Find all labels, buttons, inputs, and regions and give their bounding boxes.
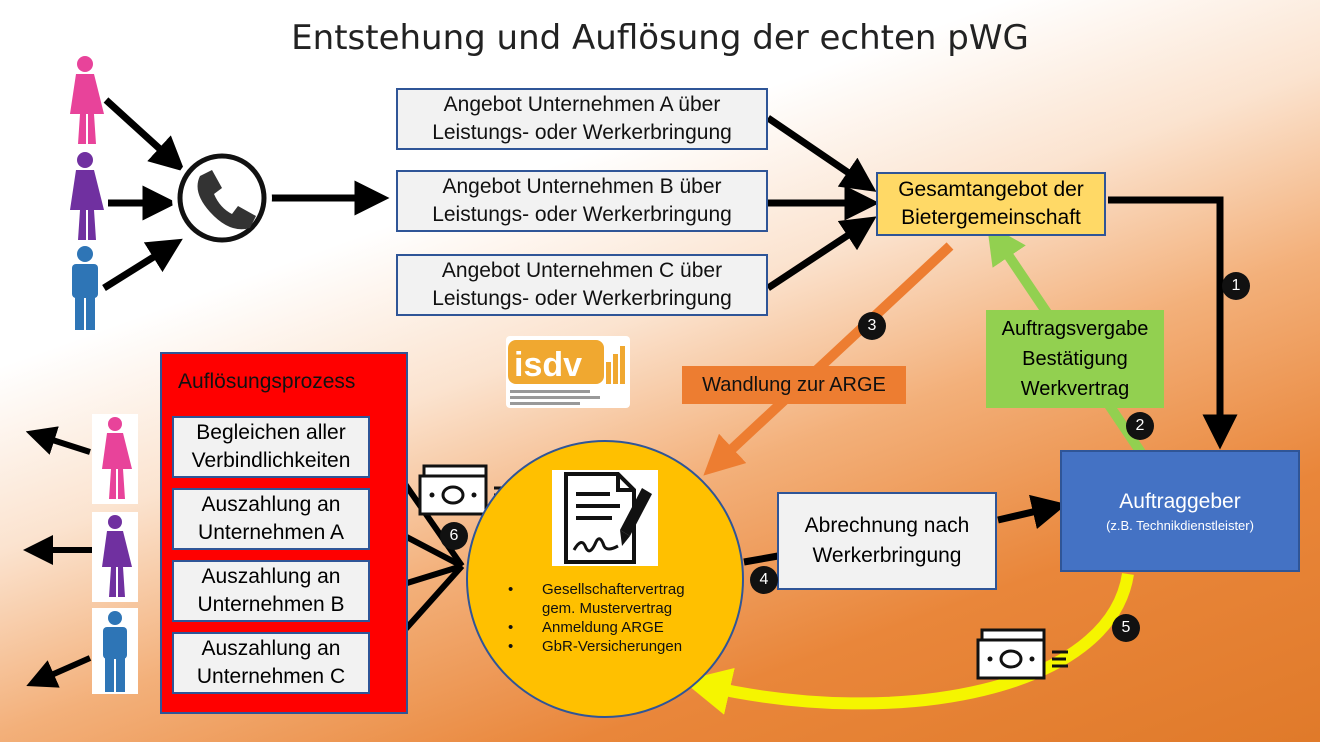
auftraggeber-box: Auftraggeber (z.B. Technikdienstleister) xyxy=(1060,450,1300,572)
step-badge-3: 3 xyxy=(858,312,886,340)
arrow-payout-to-blue xyxy=(26,655,92,688)
aufloesung-title: Auflösungsprozess xyxy=(178,370,356,393)
arge-bullet: Gesellschaftervertrag xyxy=(508,580,685,599)
arrow-blue-to-phone xyxy=(102,238,183,291)
step-badge-4: 4 xyxy=(750,566,778,594)
step-badge-1: 1 xyxy=(1222,272,1250,300)
woman-icon xyxy=(92,512,138,602)
arrow-payout-to-woman xyxy=(25,426,91,455)
offer-c-line1: Angebot Unternehmen C über xyxy=(441,259,723,282)
offer-a-line1: Angebot Unternehmen A über xyxy=(443,93,721,116)
arrow-wandlung-to-arge xyxy=(703,242,954,476)
auszahlung-c-line1: Auszahlung an xyxy=(201,637,341,660)
man-icon xyxy=(92,608,138,694)
aufloesung-item-auszahlung-b: Auszahlung an Unternehmen B xyxy=(172,560,370,622)
auszahlung-b-line2: Unternehmen B xyxy=(197,593,345,616)
woman-icon xyxy=(70,152,104,240)
aufloesung-item-auszahlung-c: Auszahlung an Unternehmen C xyxy=(172,632,370,694)
begleichen-line2: Verbindlichkeiten xyxy=(191,449,351,472)
abrechnung-line1: Abrechnung nach xyxy=(804,514,970,537)
vergabe-line2: Bestätigung xyxy=(1022,348,1128,370)
phone-icon xyxy=(172,148,272,248)
aufloesung-item-auszahlung-a: Auszahlung an Unternehmen A xyxy=(172,488,370,550)
wandlung-label: Wandlung zur ARGE xyxy=(682,366,906,404)
woman-icon xyxy=(92,414,138,504)
woman-icon xyxy=(70,56,104,144)
money-icon xyxy=(976,628,1068,680)
man-icon xyxy=(72,246,98,330)
step-badge-6: 6 xyxy=(440,522,468,550)
offer-a-line2: Leistungs- oder Werkerbringung xyxy=(432,121,732,144)
gesamtangebot-line1: Gesamtangebot der xyxy=(898,178,1084,201)
auftraggeber-sub: (z.B. Technikdienstleister) xyxy=(1106,517,1254,533)
step-badge-5: 5 xyxy=(1112,614,1140,642)
offer-b-line1: Angebot Unternehmen B über xyxy=(442,175,722,198)
arge-bullet: Anmeldung ARGE xyxy=(508,618,685,637)
arrow-gesamt-to-auftraggeber xyxy=(1108,196,1238,450)
auszahlung-c-line2: Unternehmen C xyxy=(196,665,346,688)
arge-bullet: GbR-Versicherungen xyxy=(508,637,685,656)
document-signature-icon xyxy=(552,470,658,566)
arrow-offer-c-to-gesamt xyxy=(766,216,877,291)
arrow-arge-to-abrechnung xyxy=(743,552,779,566)
arrow-abrechnung-to-auftraggeber xyxy=(997,494,1068,529)
step-badge-2: 2 xyxy=(1126,412,1154,440)
vergabe-line1: Auftragsvergabe xyxy=(1001,318,1149,340)
arrow-woman-to-phone xyxy=(103,97,185,172)
offer-c-line2: Leistungs- oder Werkerbringung xyxy=(432,287,732,310)
money-icon xyxy=(418,464,510,516)
auszahlung-b-line1: Auszahlung an xyxy=(201,565,341,588)
auszahlung-a-line2: Unternehmen A xyxy=(198,521,344,544)
auszahlung-a-line1: Auszahlung an xyxy=(201,493,341,516)
isdv-logo: isdv xyxy=(506,336,630,408)
arge-bullet-list: Gesellschaftervertrag gem. Mustervertrag… xyxy=(508,580,685,656)
arrow-offer-a-to-gesamt xyxy=(766,115,877,192)
svg-text:isdv: isdv xyxy=(514,346,582,384)
vergabe-line3: Werkvertrag xyxy=(1020,378,1130,400)
arrow-payment-to-arge xyxy=(682,572,1134,715)
arge-bullet: gem. Mustervertrag xyxy=(542,600,673,617)
page-title: Entstehung und Auflösung der echten pWG xyxy=(291,18,1029,58)
abrechnung-line2: Werkerbringung xyxy=(812,544,962,567)
auftraggeber-label: Auftraggeber xyxy=(1119,489,1241,513)
gesamtangebot-line2: Bietergemeinschaft xyxy=(901,206,1081,229)
begleichen-line1: Begleichen aller xyxy=(196,421,346,444)
offer-b-line2: Leistungs- oder Werkerbringung xyxy=(432,203,732,226)
